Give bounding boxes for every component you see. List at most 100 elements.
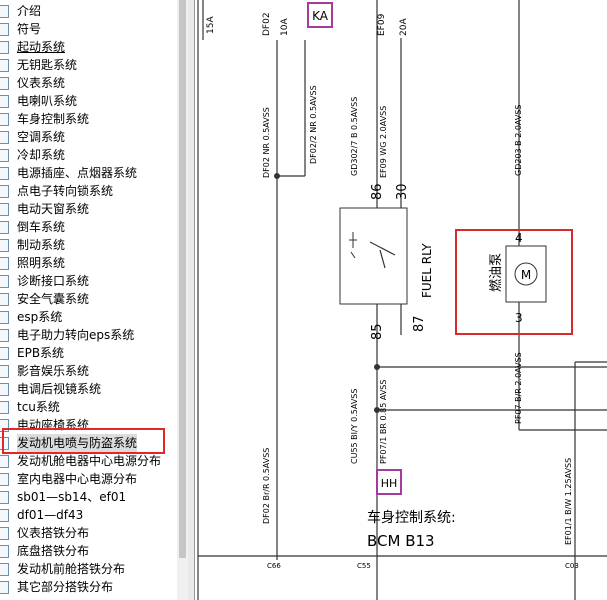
tree-item[interactable]: 底盘搭铁分布 bbox=[0, 542, 176, 560]
fuse-ef09-rating: 20A bbox=[399, 18, 409, 36]
tree-item-label: 冷却系统 bbox=[17, 148, 66, 162]
tree-item-label: 室内电器中心电源分布 bbox=[17, 472, 138, 486]
tree-item[interactable]: 仪表系统 bbox=[0, 74, 176, 92]
document-icon bbox=[0, 347, 9, 360]
document-icon bbox=[0, 5, 9, 18]
tree-item[interactable]: 冷却系统 bbox=[0, 146, 176, 164]
wire-pf07-br-label: PF07 B/R 2.0AVSS bbox=[514, 352, 523, 424]
tree-item[interactable]: 制动系统 bbox=[0, 236, 176, 254]
tree-item-label: 无钥匙系统 bbox=[17, 58, 78, 72]
tree-item[interactable]: EPB系统 bbox=[0, 344, 176, 362]
relay-name-label: FUEL RLY bbox=[420, 243, 434, 298]
tree-item[interactable]: 安全气囊系统 bbox=[0, 290, 176, 308]
tree-item-label: 照明系统 bbox=[17, 256, 66, 270]
connector-c66: C66 bbox=[267, 562, 281, 570]
document-icon bbox=[0, 473, 9, 486]
tree-item[interactable]: 发动机前舱搭铁分布 bbox=[0, 560, 176, 578]
tree-item-label: 车身控制系统 bbox=[17, 112, 90, 126]
fuse-ef09-label: EF09 bbox=[377, 13, 387, 36]
tree-item[interactable]: df01—df43 bbox=[0, 506, 176, 524]
tree-item[interactable]: sb01—sb14、ef01 bbox=[0, 488, 176, 506]
tree-item[interactable]: 发动机电喷与防盗系统 bbox=[0, 434, 176, 452]
tree-item[interactable]: 照明系统 bbox=[0, 254, 176, 272]
tree-item[interactable]: 电源插座、点烟器系统 bbox=[0, 164, 176, 182]
document-icon bbox=[0, 491, 9, 504]
document-icon bbox=[0, 95, 9, 108]
selected-item-highlight-box bbox=[2, 428, 165, 454]
document-icon bbox=[0, 545, 9, 558]
tree-item[interactable]: esp系统 bbox=[0, 308, 176, 326]
tree-item[interactable]: 点电子转向锁系统 bbox=[0, 182, 176, 200]
navigation-tree: 介绍符号起动系统无钥匙系统仪表系统电喇叭系统车身控制系统空调系统冷却系统电源插座… bbox=[0, 0, 177, 600]
pump-pin-3: 3 bbox=[515, 311, 523, 325]
tree-item-label: 电子助力转向eps系统 bbox=[17, 328, 135, 342]
document-icon bbox=[0, 257, 9, 270]
tree-item[interactable]: 发动机舱电器中心电源分布 bbox=[0, 452, 176, 470]
tree-item[interactable]: 倒车系统 bbox=[0, 218, 176, 236]
tree-item[interactable]: 诊断接口系统 bbox=[0, 272, 176, 290]
document-icon bbox=[0, 41, 9, 54]
pane-splitter[interactable] bbox=[188, 0, 195, 600]
document-icon bbox=[0, 419, 9, 432]
tree-item-label: 仪表系统 bbox=[17, 76, 66, 90]
wire-ef01-label: EF01/1 B/W 1.25AVSS bbox=[564, 458, 573, 545]
tree-item[interactable]: 电子助力转向eps系统 bbox=[0, 326, 176, 344]
tree-item[interactable]: 仪表搭铁分布 bbox=[0, 524, 176, 542]
document-icon bbox=[0, 563, 9, 576]
wire-cu55-label: CU55 BI/Y 0.5AVSS bbox=[350, 389, 359, 464]
tree-item[interactable]: 电动天窗系统 bbox=[0, 200, 176, 218]
tree-item[interactable]: tcu系统 bbox=[0, 398, 176, 416]
connector-c55: C55 bbox=[357, 562, 371, 570]
document-icon bbox=[0, 203, 9, 216]
wiring-diagram: 15A DF02 10A KA EF09 20A DF02/2 NR 0.5AV… bbox=[197, 0, 607, 600]
document-icon bbox=[0, 365, 9, 378]
wire-gd203-label: GD203 B 2.0AVSS bbox=[514, 104, 523, 176]
tree-item-label: 电喇叭系统 bbox=[17, 94, 78, 108]
document-icon bbox=[0, 311, 9, 324]
tree-scrollbar-thumb[interactable] bbox=[179, 0, 186, 558]
tree-item-label: 点电子转向锁系统 bbox=[17, 184, 114, 198]
relay-pin-86: 86 bbox=[370, 183, 385, 200]
tree-item[interactable]: 无钥匙系统 bbox=[0, 56, 176, 74]
document-icon bbox=[0, 167, 9, 180]
document-icon bbox=[0, 23, 9, 36]
relay-pin-87: 87 bbox=[412, 315, 427, 332]
document-icon bbox=[0, 527, 9, 540]
fuse-df02-rating: 10A bbox=[280, 18, 290, 36]
tree-item[interactable]: 电喇叭系统 bbox=[0, 92, 176, 110]
tree-item-label: 仪表搭铁分布 bbox=[17, 526, 90, 540]
tree-item-label: esp系统 bbox=[17, 310, 63, 324]
pump-pin-4: 4 bbox=[515, 231, 523, 245]
tree-item[interactable]: 室内电器中心电源分布 bbox=[0, 470, 176, 488]
document-icon bbox=[0, 581, 9, 594]
document-icon bbox=[0, 455, 9, 468]
tree-item[interactable]: 符号 bbox=[0, 20, 176, 38]
tree-item-label: 发动机前舱搭铁分布 bbox=[17, 562, 126, 576]
document-icon bbox=[0, 383, 9, 396]
tree-item-label: 诊断接口系统 bbox=[17, 274, 90, 288]
tree-item[interactable]: 其它部分搭铁分布 bbox=[0, 578, 176, 596]
tree-item-label: 电源插座、点烟器系统 bbox=[17, 166, 138, 180]
document-icon bbox=[0, 59, 9, 72]
tree-item[interactable]: 空调系统 bbox=[0, 128, 176, 146]
ka-tag: KA bbox=[312, 9, 329, 23]
tree-item-label: 影音娱乐系统 bbox=[17, 364, 90, 378]
wire-ef09-label: EF09 WG 2.0AVSS bbox=[379, 106, 388, 178]
document-icon bbox=[0, 275, 9, 288]
tree-item[interactable]: 介绍 bbox=[0, 2, 176, 20]
tree-item-label: sb01—sb14、ef01 bbox=[17, 490, 127, 504]
tree-item-label: 符号 bbox=[17, 22, 42, 36]
tree-item[interactable]: 起动系统 bbox=[0, 38, 176, 56]
tree-item[interactable]: 车身控制系统 bbox=[0, 110, 176, 128]
tree-item[interactable]: 影音娱乐系统 bbox=[0, 362, 176, 380]
wire-df02-nr-label: DF02 NR 0.5AVSS bbox=[262, 107, 271, 178]
tree-item[interactable]: 电调后视镜系统 bbox=[0, 380, 176, 398]
document-icon bbox=[0, 131, 9, 144]
relay-pin-30: 30 bbox=[395, 183, 410, 200]
tree-item-label: 发动机电喷与防盗系统 bbox=[17, 434, 138, 452]
bcm-title: 车身控制系统: bbox=[367, 509, 456, 526]
connector-c03: C03 bbox=[565, 562, 579, 570]
pump-name-label: 燃油泵 bbox=[488, 253, 504, 292]
relay-pin-85: 85 bbox=[370, 323, 385, 340]
tree-item-label: 制动系统 bbox=[17, 238, 66, 252]
